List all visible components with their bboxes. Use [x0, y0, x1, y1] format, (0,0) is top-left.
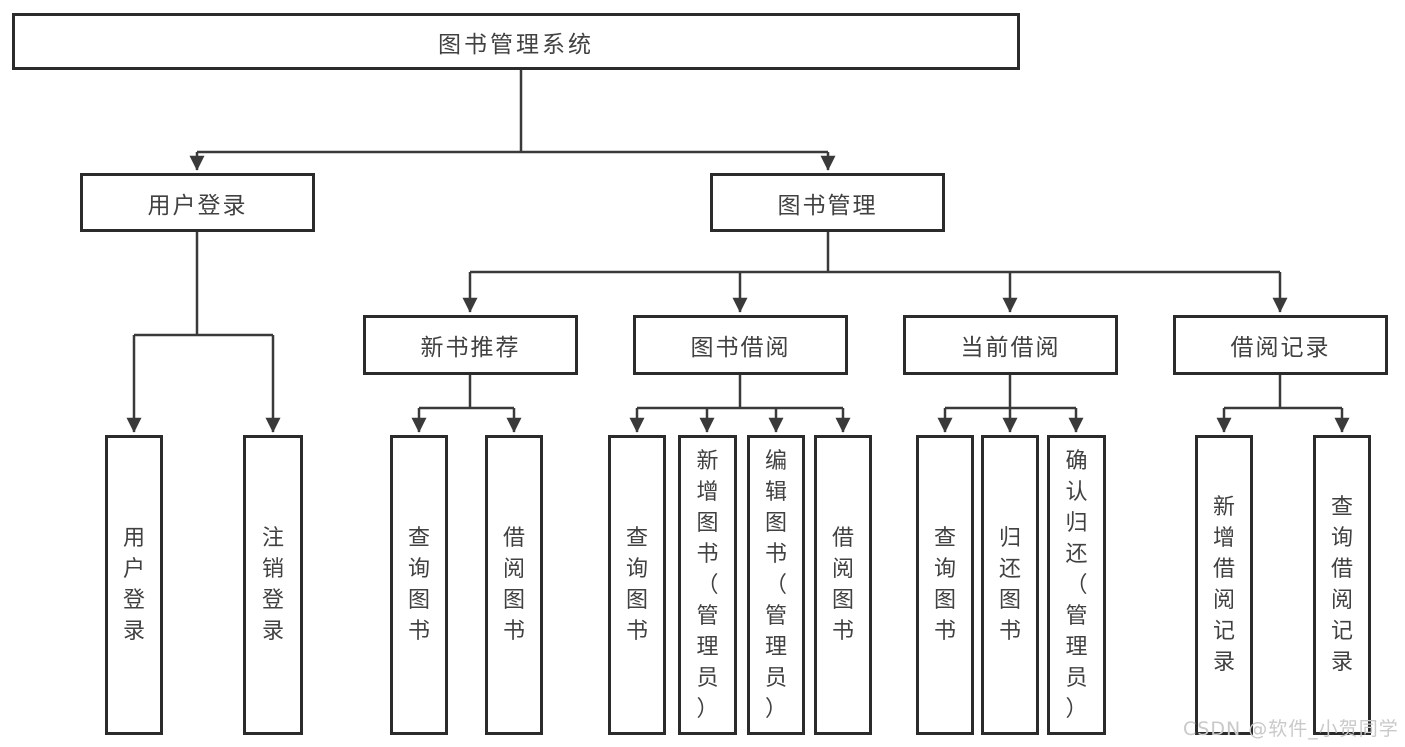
node-label: 编 辑 图 书 （ 管 理 员 ）	[764, 448, 787, 722]
leaf-recommend-borrow-books: 借 阅 图 书	[485, 435, 543, 735]
node-label: 查 询 借 阅 记 录	[1330, 495, 1353, 675]
node-label: 用户登录	[147, 192, 248, 219]
node-label: 当前借阅	[960, 335, 1061, 361]
node-label: 用 户 登 录	[122, 526, 145, 644]
leaf-borrowing-borrow-books: 借 阅 图 书	[814, 435, 872, 735]
leaf-confirm-return-admin: 确 认 归 还 （ 管 理 员 ）	[1047, 435, 1106, 735]
node-label: 图书管理系统	[438, 31, 594, 58]
node-label: 借 阅 图 书	[831, 526, 854, 644]
leaf-recommend-query-books: 查 询 图 书	[390, 435, 448, 735]
leaf-borrowing-query-books: 查 询 图 书	[608, 435, 666, 735]
leaf-edit-books-admin: 编 辑 图 书 （ 管 理 员 ）	[747, 435, 805, 735]
node-label: 确 认 归 还 （ 管 理 员 ）	[1065, 448, 1088, 722]
node-label: 借 阅 图 书	[502, 526, 525, 644]
node-label: 注 销 登 录	[261, 526, 284, 644]
node-label: 图书管理	[777, 192, 878, 219]
node-borrowing-records: 借阅记录	[1173, 315, 1388, 375]
leaf-add-books-admin: 新 增 图 书 （ 管 理 员 ）	[678, 435, 737, 735]
leaf-return-books: 归 还 图 书	[981, 435, 1039, 735]
node-label: 归 还 图 书	[998, 526, 1021, 644]
node-label: 图书借阅	[690, 335, 791, 361]
node-current-borrowing: 当前借阅	[903, 315, 1118, 375]
leaf-query-borrow-record: 查 询 借 阅 记 录	[1313, 435, 1371, 735]
node-label: 新书推荐	[420, 335, 521, 361]
node-library-management-system: 图书管理系统	[12, 13, 1020, 70]
leaf-current-query-books: 查 询 图 书	[916, 435, 974, 735]
leaf-logout: 注 销 登 录	[243, 435, 303, 735]
node-book-borrowing: 图书借阅	[633, 315, 848, 375]
node-label: 查 询 图 书	[625, 526, 648, 644]
node-label: 查 询 图 书	[407, 526, 430, 644]
node-label: 借阅记录	[1230, 335, 1331, 361]
leaf-add-borrow-record: 新 增 借 阅 记 录	[1195, 435, 1253, 735]
node-new-book-recommend: 新书推荐	[363, 315, 578, 375]
node-label: 新 增 图 书 （ 管 理 员 ）	[696, 448, 719, 722]
leaf-user-login: 用 户 登 录	[105, 435, 163, 735]
node-user-login-group: 用户登录	[80, 173, 315, 232]
csdn-watermark: CSDN @软件_小贺同学	[1183, 718, 1399, 740]
node-label: 新 增 借 阅 记 录	[1212, 495, 1235, 675]
node-book-management: 图书管理	[710, 173, 945, 232]
node-label: 查 询 图 书	[933, 526, 956, 644]
